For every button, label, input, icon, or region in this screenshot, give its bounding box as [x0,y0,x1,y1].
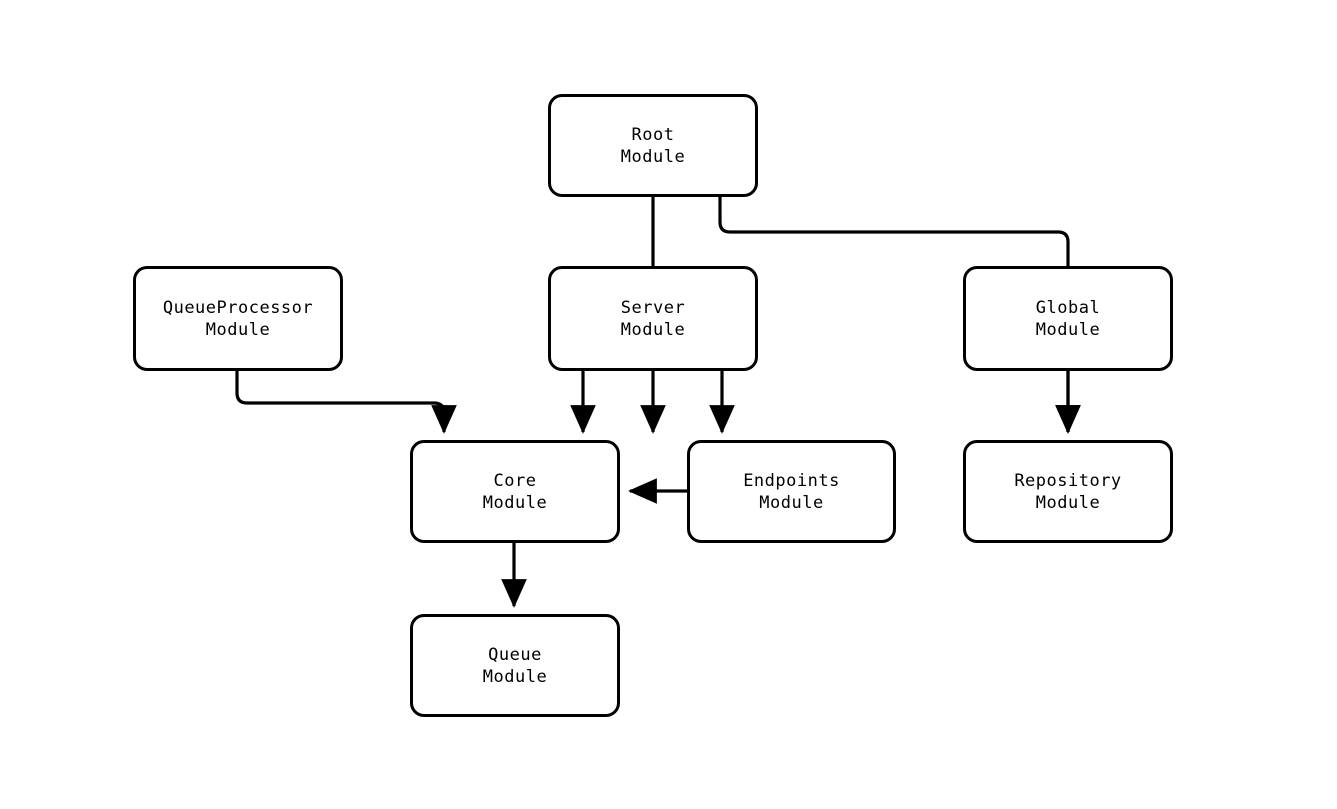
node-repository-suffix: Module [1035,492,1101,513]
node-global-name: Global [1035,297,1101,318]
node-global-suffix: Module [1035,319,1101,340]
node-root-suffix: Module [620,146,686,167]
node-server[interactable]: Server Module [548,266,758,371]
node-queue[interactable]: Queue Module [410,614,620,717]
node-server-name: Server [620,297,686,318]
node-root[interactable]: Root Module [548,94,758,197]
node-server-suffix: Module [620,319,686,340]
node-root-name: Root [631,124,675,145]
node-endpoints[interactable]: Endpoints Module [687,440,896,543]
node-endpoints-suffix: Module [759,492,824,513]
edge-queueprocessor-to-core [235,371,457,434]
node-core[interactable]: Core Module [410,440,620,543]
edge-root-to-global [718,197,1081,434]
node-core-name: Core [493,470,537,491]
node-queue-suffix: Module [482,666,548,687]
node-queueprocessor[interactable]: QueueProcessor Module [133,266,343,371]
node-repository-name: Repository [1014,470,1122,491]
node-endpoints-name: Endpoints [743,470,840,491]
node-queue-name: Queue [488,644,542,665]
node-global[interactable]: Global Module [963,266,1173,371]
node-queueprocessor-name: QueueProcessor [162,297,314,318]
node-repository[interactable]: Repository Module [963,440,1173,543]
node-core-suffix: Module [482,492,548,513]
node-queueprocessor-suffix: Module [205,319,271,340]
